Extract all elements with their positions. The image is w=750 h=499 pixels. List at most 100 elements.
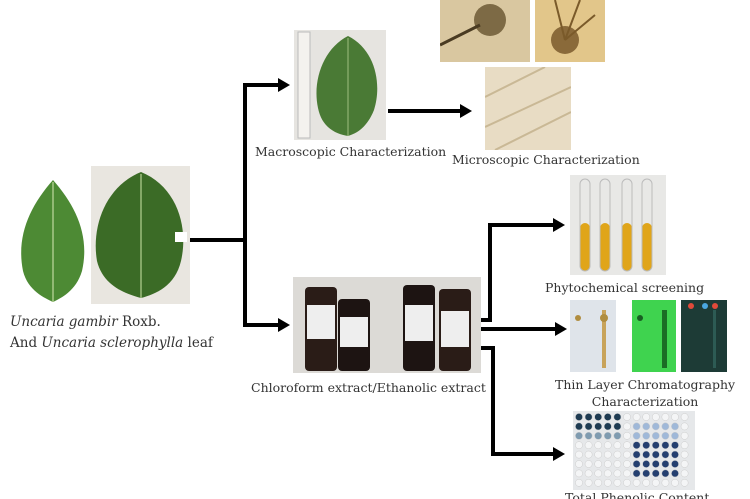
well — [575, 413, 583, 421]
well — [584, 413, 593, 421]
species-name-1: Uncaria gambir — [10, 314, 118, 330]
well — [613, 478, 622, 487]
well — [651, 413, 660, 421]
connector-line — [481, 318, 491, 322]
well — [594, 469, 603, 478]
well — [613, 422, 622, 431]
arrow-head — [553, 447, 565, 461]
source-caption: Uncaria gambir Roxb. And Uncaria sclerop… — [10, 312, 213, 354]
well — [594, 450, 603, 459]
well — [603, 460, 612, 468]
well — [594, 422, 603, 431]
uncaria-gambir-leaf-photo — [16, 176, 90, 306]
well — [661, 478, 670, 487]
connector-line — [491, 346, 495, 456]
connector-line — [488, 223, 492, 322]
well — [603, 413, 612, 421]
well — [680, 460, 689, 468]
well — [575, 431, 583, 440]
well — [623, 450, 631, 459]
well — [642, 450, 651, 459]
tlc-caption: Thin Layer Chromatography Characterizati… — [555, 376, 735, 410]
well — [661, 431, 670, 440]
well — [632, 450, 641, 459]
tlc-plate-uv366 — [681, 300, 727, 372]
well — [623, 469, 631, 478]
tlc-caption-line2: Characterization — [591, 394, 699, 409]
well — [661, 469, 670, 478]
arrow-head — [555, 322, 567, 336]
well — [651, 422, 660, 431]
well — [594, 441, 603, 450]
connector-line — [243, 83, 247, 327]
well — [575, 469, 583, 478]
well — [642, 478, 651, 487]
well — [632, 431, 641, 440]
phytochemical-tubes-photo — [570, 175, 666, 275]
well — [603, 422, 612, 431]
well — [623, 413, 631, 421]
tlc-caption-line1: Thin Layer Chromatography — [555, 377, 736, 392]
well — [594, 431, 603, 440]
arrow-head — [460, 104, 472, 118]
well — [680, 441, 689, 450]
well — [651, 478, 660, 487]
well — [661, 422, 670, 431]
uncaria-sclerophylla-leaf-photo — [91, 166, 190, 304]
well — [632, 460, 641, 468]
well — [613, 431, 622, 440]
well — [680, 413, 689, 421]
well — [642, 431, 651, 440]
well — [613, 413, 622, 421]
well — [623, 478, 631, 487]
well — [594, 460, 603, 468]
well — [642, 413, 651, 421]
well — [584, 469, 593, 478]
well — [623, 431, 631, 440]
connector-line — [481, 346, 495, 350]
well — [680, 450, 689, 459]
phenolic-microplate-photo — [573, 411, 695, 490]
microscopic-photo-1 — [440, 0, 530, 62]
microscopic-photo-3 — [485, 67, 571, 150]
well — [671, 478, 679, 487]
well — [661, 460, 670, 468]
well — [575, 450, 583, 459]
well — [661, 413, 670, 421]
well — [632, 422, 641, 431]
well — [632, 441, 641, 450]
well — [613, 469, 622, 478]
well — [623, 441, 631, 450]
connector-line — [488, 223, 553, 227]
extract-caption: Chloroform extract/Ethanolic extract — [251, 380, 486, 395]
well — [603, 431, 612, 440]
well — [671, 469, 679, 478]
microscopic-photo-2 — [535, 0, 605, 62]
well — [680, 478, 689, 487]
tlc-plate-uv254 — [632, 300, 676, 372]
macroscopic-photo — [294, 30, 386, 140]
well — [575, 460, 583, 468]
arrow-head — [278, 318, 290, 332]
connector-line — [491, 452, 553, 456]
well — [642, 422, 651, 431]
well — [575, 441, 583, 450]
connector-line — [243, 323, 278, 327]
well — [651, 469, 660, 478]
well — [642, 460, 651, 468]
well — [584, 441, 593, 450]
microscopic-caption: Microscopic Characterization — [452, 152, 640, 167]
well — [632, 413, 641, 421]
well — [671, 441, 679, 450]
connector-line — [481, 327, 555, 331]
species-name-2: Uncaria sclerophylla — [41, 335, 184, 351]
well — [603, 469, 612, 478]
extract-bottles-photo — [293, 277, 481, 373]
leaf-text: leaf — [183, 335, 213, 351]
arrow-head — [278, 78, 290, 92]
well — [613, 450, 622, 459]
well — [594, 478, 603, 487]
well — [575, 478, 583, 487]
well — [603, 450, 612, 459]
well — [651, 460, 660, 468]
